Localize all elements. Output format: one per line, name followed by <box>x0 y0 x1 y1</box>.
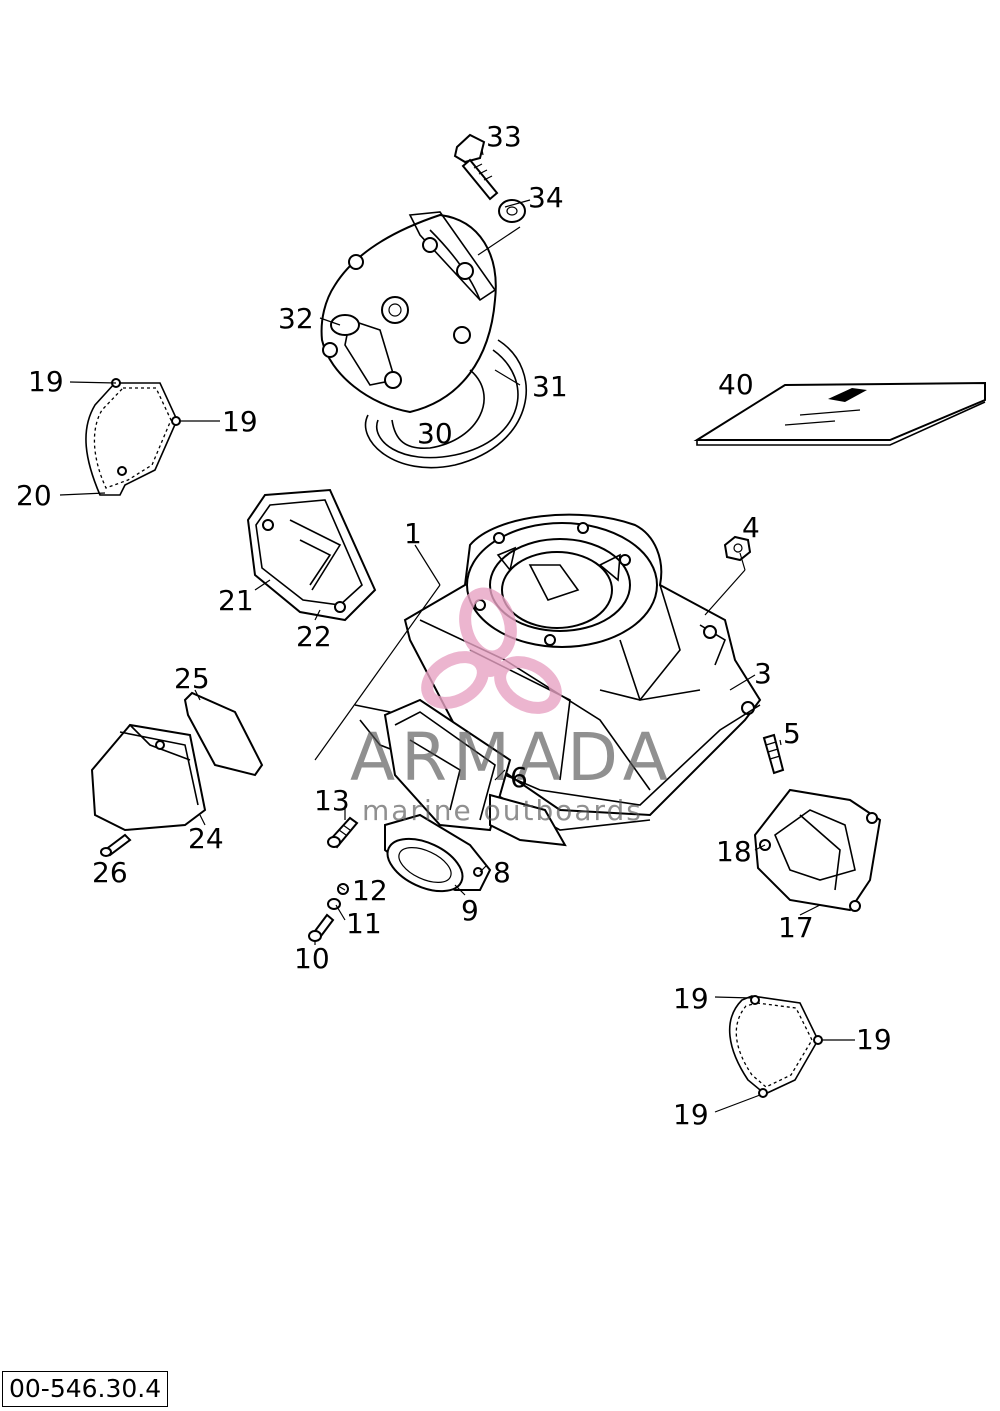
propeller-icon <box>421 587 562 714</box>
callout-12: 12 <box>352 874 388 907</box>
callout-9: 9 <box>461 894 479 927</box>
propeller-hub <box>478 653 502 677</box>
cover-gasket-right <box>728 995 823 1098</box>
callout-8: 8 <box>493 856 511 889</box>
watermark-brand: ARMADA <box>350 719 674 796</box>
cylinder-head-bolt <box>453 133 499 201</box>
callout-25: 25 <box>174 662 210 695</box>
head-o-ring-small <box>391 369 485 449</box>
callout-19-c: 19 <box>673 982 709 1015</box>
callout-19-a: 19 <box>28 365 64 398</box>
callout-3: 3 <box>754 657 772 690</box>
callout-34: 34 <box>528 181 564 214</box>
callout-31: 31 <box>532 370 568 403</box>
watermark-tagline: marine outboards <box>362 794 643 827</box>
callout-32: 32 <box>278 302 314 335</box>
callout-4: 4 <box>742 511 760 544</box>
callout-22: 22 <box>296 620 332 653</box>
cover-plate <box>90 723 207 832</box>
callout-19-b: 19 <box>222 405 258 438</box>
flange-screw <box>327 816 359 849</box>
callout-labels: 33 34 32 31 30 40 19 19 20 1 4 21 22 25 … <box>16 120 892 1131</box>
sealing-washer <box>498 199 526 223</box>
manual-booklet <box>693 381 986 446</box>
cylinder-nut <box>723 535 752 562</box>
callout-33: 33 <box>486 120 522 153</box>
callout-17: 17 <box>778 911 814 944</box>
head-o-ring-large <box>364 339 528 469</box>
callout-24: 24 <box>188 822 224 855</box>
cover-gasket <box>183 691 264 777</box>
callout-19-d: 19 <box>856 1023 892 1056</box>
watermark-logo: ARMADA marine outboards <box>350 587 674 827</box>
callout-18: 18 <box>716 835 752 868</box>
cover-gasket-left <box>85 378 181 496</box>
callout-26: 26 <box>92 856 128 889</box>
drawing-number-label: 00-546.30.4 <box>2 1371 169 1407</box>
callout-10: 10 <box>294 942 330 975</box>
reed-valve-housing <box>246 488 377 622</box>
callout-21: 21 <box>218 584 254 617</box>
callout-1: 1 <box>404 517 422 550</box>
small-screw-washer-set <box>308 883 349 942</box>
callout-20: 20 <box>16 479 52 512</box>
leader-lines <box>59 149 855 1113</box>
callout-5: 5 <box>783 717 801 750</box>
callout-30: 30 <box>417 417 453 450</box>
callout-19-e: 19 <box>673 1098 709 1131</box>
callout-6: 6 <box>510 761 528 794</box>
propeller-blade <box>494 656 562 714</box>
reed-valve-block <box>383 698 567 847</box>
cylinder-head <box>320 211 497 414</box>
cover-screw <box>100 833 132 857</box>
callout-13: 13 <box>314 784 350 817</box>
intake-flange <box>384 813 492 893</box>
callout-11: 11 <box>346 907 382 940</box>
stud-bolt <box>762 733 785 775</box>
exhaust-control-cover <box>753 788 882 912</box>
callout-40: 40 <box>718 368 754 401</box>
